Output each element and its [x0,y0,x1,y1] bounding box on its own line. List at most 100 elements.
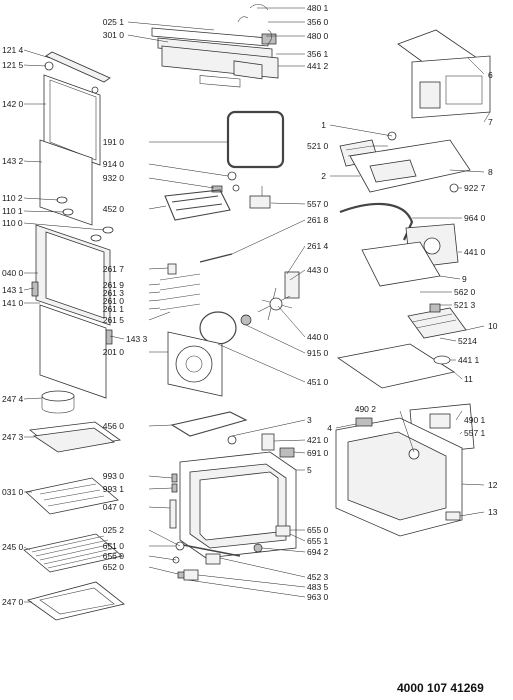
part-label: 031 0 [2,487,24,497]
part-label: 2 [321,171,326,181]
part-label: 452 3 [307,572,329,582]
part-label: 483 5 [307,582,329,592]
part-label: 356 0 [307,17,329,27]
part-label: 656 0 [103,551,125,561]
round-pan [41,390,75,414]
part-label: 201 0 [103,347,125,357]
part-label: 261 0 [103,296,125,306]
fan-motor-assembly [257,271,300,321]
part-label: 261 4 [307,241,329,251]
part-label: 141 0 [2,298,24,308]
part-label: 356 1 [307,49,329,59]
part-label: 143 1 [2,285,24,295]
leader-lines [23,7,491,603]
part-label: 6 [488,70,493,80]
flat-tray [25,477,119,515]
part-label: 245 0 [2,542,24,552]
oven-door-seal [226,110,285,169]
part-label: 441 2 [307,61,329,71]
rack-supports [159,253,233,311]
door-hinge-washers [56,196,114,242]
part-label: 10 [488,321,498,331]
door-glass-panel [39,304,107,399]
part-label: 993 1 [103,484,125,494]
part-label: 040 0 [2,268,24,278]
part-label: 110 2 [2,193,23,203]
part-label: 261 3 [103,288,125,298]
part-label: 964 0 [464,213,486,223]
part-label: 922 7 [464,183,486,193]
door-glass-outer [43,74,101,166]
part-label: 191 0 [103,137,125,147]
deep-tray [29,421,122,453]
part-label: 025 1 [103,17,125,27]
part-label: 480 1 [307,3,329,13]
part-label: 652 0 [103,562,125,572]
part-label: 8 [488,167,493,177]
part-label: 143 2 [2,156,24,166]
part-label: 11 [464,374,473,384]
part-label: 456 0 [103,421,125,431]
rear-control-panel [411,55,491,119]
part-label: 247 3 [2,432,24,442]
part-label: 110 1 [2,206,23,216]
thermostat-and-switch [261,433,295,458]
part-label: 1 [321,120,326,130]
part-label: 443 0 [307,265,329,275]
part-label: 5214 [458,336,477,346]
part-label: 247 4 [2,394,24,404]
part-label: 247 0 [2,597,24,607]
part-label: 932 0 [103,173,125,183]
part-label: 915 0 [307,348,329,358]
part-label: 490 1 [464,415,486,425]
part-label: 490 2 [355,404,377,414]
thermostat-sensor [249,186,271,209]
part-label: 441 1 [458,355,480,365]
part-label: 963 0 [307,592,329,602]
part-label: 3 [307,415,312,425]
part-label: 694 2 [307,547,329,557]
part-label: 440 0 [307,332,329,342]
part-label: 914 0 [103,159,125,169]
part-label: 121 5 [2,60,24,70]
grill-heating-element [164,189,231,221]
grill-tray [27,581,125,621]
door-glass-inner [39,139,93,226]
part-label: 480 0 [307,31,329,41]
part-label: 451 0 [307,377,329,387]
part-label: 143 3 [126,334,148,344]
part-labels: 480 1 025 1 356 0 301 0 480 0 356 1 441 … [2,3,498,607]
part-label: 562 0 [454,287,476,297]
part-label: 261 7 [103,264,125,274]
cabinet-bottom-plate [336,343,456,389]
part-label: 521 3 [454,300,476,310]
part-label: 261 9 [103,280,125,290]
part-label: 261 1 [103,304,125,314]
part-label: 12 [488,480,498,490]
part-label: 993 0 [103,471,125,481]
part-label: 025 2 [103,525,125,535]
door-frame [31,224,113,345]
oven-cavity [179,451,297,559]
part-label: 047 0 [103,502,125,512]
cavity-front-parts [169,473,291,581]
part-label: 121 4 [2,45,24,55]
outer-casing [335,417,463,537]
part-label: 557 1 [464,428,486,438]
part-label: 441 0 [464,247,486,257]
part-label: 651 0 [103,541,125,551]
part-label: 655 1 [307,536,329,546]
part-label: 557 0 [307,199,329,209]
part-label: 4 [327,423,332,433]
part-label: 9 [462,274,467,284]
part-label: 691 0 [307,448,329,458]
relay-board [407,303,467,339]
part-label: 7 [488,117,493,127]
part-label: 452 0 [103,204,125,214]
part-label: 110 0 [2,218,23,228]
part-label: 13 [488,507,498,517]
part-label: 301 0 [103,30,125,40]
wire-shelf [23,533,123,573]
connecting-pipe [339,202,414,241]
